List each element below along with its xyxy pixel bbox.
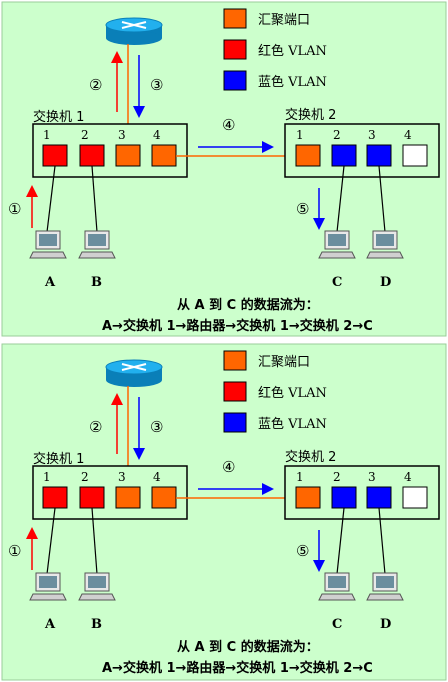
switch1-title: 交换机 1 [33,451,84,467]
computer-icon [78,572,116,601]
switch2-title: 交换机 2 [285,107,336,123]
cable-c [336,165,345,233]
switch2-port-4 [402,144,428,167]
computer-icon [366,230,404,259]
computer-icon [29,230,67,259]
switch1-port-2 [79,144,105,167]
caption-flow: A→交换机 1→路由器→交换机 1→交换机 2→C [102,318,373,334]
switch2-title: 交换机 2 [285,449,336,465]
computer-icon [29,572,67,601]
computer-icon [318,230,356,259]
host-label-b: B [91,617,102,632]
caption-title: 从 A 到 C 的数据流为： [177,639,319,655]
switch2-port-4 [402,486,428,509]
host-label-a: A [44,275,56,290]
cable-b [91,165,98,233]
switch2-port-label-4: 4 [404,470,412,484]
switch1-port-1 [42,144,68,167]
step-label-5: ⑤ [296,542,309,560]
step-label-3: ③ [150,76,163,94]
switch2-port-label-2: 2 [333,470,341,484]
host-label-b: B [91,275,102,290]
legend: 汇聚端口 红色 VLAN 蓝色 VLAN [223,8,327,91]
legend-swatch-aggregate [223,8,247,29]
host-label-d: D [380,617,391,632]
legend-label-blue: 蓝色 VLAN [258,416,327,432]
switch2-port-1 [295,486,321,509]
switch2-port-label-2: 2 [333,128,341,142]
switch2-port-3 [366,486,392,509]
cable-a [46,507,56,575]
switch2-port-label-4: 4 [404,128,412,142]
switch1-port-label-4: 4 [153,128,161,142]
switch1-port-4 [151,486,177,509]
legend-swatch-blue [223,70,247,91]
panel-2: 汇聚端口 红色 VLAN 蓝色 VLAN ② ③ 交换机 1 1 2 3 4 ④… [1,343,447,681]
switch1-port-label-1: 1 [43,470,51,484]
cable-c [336,507,345,575]
switch2-port-label-1: 1 [296,128,304,142]
legend-swatch-aggregate [223,350,247,371]
host-label-d: D [380,275,391,290]
host-label-c: C [332,617,342,632]
cable-d [378,507,386,575]
switch1-title: 交换机 1 [33,109,84,125]
switch1-port-2 [79,486,105,509]
computer-icon [318,572,356,601]
switch1-port-3 [115,144,141,167]
legend-swatch-red [223,381,247,402]
step-label-1: ① [8,200,21,218]
switch2-port-label-3: 3 [368,128,376,142]
router-icon [105,17,163,45]
switch2-port-label-1: 1 [296,470,304,484]
step-label-4: ④ [222,458,235,476]
switch1-port-label-4: 4 [153,470,161,484]
step-label-3: ③ [150,418,163,436]
cable-b [91,507,98,575]
step-label-2: ② [89,76,102,94]
switch1-port-label-3: 3 [118,470,126,484]
step-label-1: ① [8,542,21,560]
host-label-c: C [332,275,342,290]
legend-label-red: 红色 VLAN [258,385,327,401]
computer-icon [366,572,404,601]
host-label-a: A [44,617,56,632]
step-label-2: ② [89,418,102,436]
switch2-port-2 [331,486,357,509]
legend-label-red: 红色 VLAN [258,43,327,59]
switch1-port-label-2: 2 [81,128,89,142]
switch1-port-label-3: 3 [118,128,126,142]
switch1-port-1 [42,486,68,509]
step-label-4: ④ [222,116,235,134]
legend-label-aggregate: 汇聚端口 [258,13,310,28]
switch2-port-label-3: 3 [368,470,376,484]
switch2-port-1 [295,144,321,167]
caption-title: 从 A 到 C 的数据流为： [177,297,319,313]
switch2-port-3 [366,144,392,167]
panel-1: 汇聚端口 红色 VLAN 蓝色 VLAN ② ③ 交换机 1 1 2 3 4 ④… [1,1,447,337]
switch2-port-2 [331,144,357,167]
switch1-port-label-1: 1 [43,128,51,142]
caption-flow: A→交换机 1→路由器→交换机 1→交换机 2→C [102,660,373,676]
cable-d [378,165,386,233]
legend-label-aggregate: 汇聚端口 [258,355,310,370]
legend-label-blue: 蓝色 VLAN [258,74,327,90]
step-label-5: ⑤ [296,200,309,218]
legend-swatch-red [223,39,247,60]
legend-swatch-blue [223,412,247,433]
switch1-port-label-2: 2 [81,470,89,484]
switch1-port-4 [151,144,177,167]
legend: 汇聚端口 红色 VLAN 蓝色 VLAN [223,350,327,433]
router-icon [105,359,163,387]
computer-icon [78,230,116,259]
cable-a [46,165,56,233]
switch1-port-3 [115,486,141,509]
